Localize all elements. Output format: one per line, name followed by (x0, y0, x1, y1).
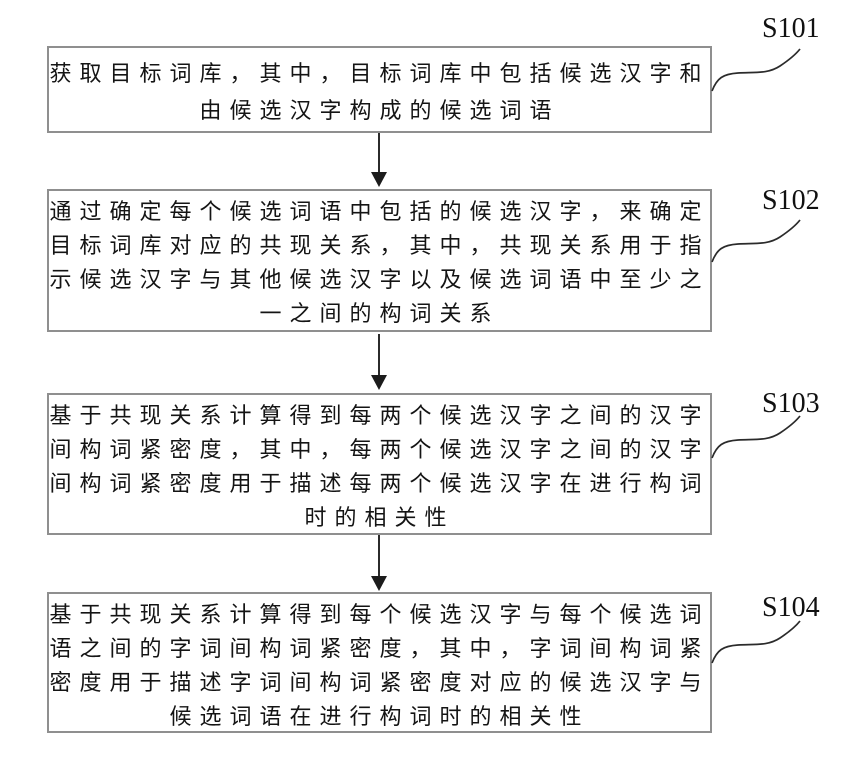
flow-arrow-stem (378, 133, 380, 173)
step-text-line: 候选词语在进行构词时的相关性 (169, 704, 590, 729)
connector-curve-s104 (710, 619, 802, 665)
connector-curve-s102 (710, 218, 802, 264)
step-box-s103: 基于共现关系计算得到每两个候选汉字之间的汉字 间构词紧密度，其中，每两个候选汉字… (47, 393, 712, 535)
step-box-s101: 获取目标词库，其中，目标词库中包括候选汉字和 由候选汉字构成的候选词语 (47, 46, 712, 133)
step-label-s103: S103 (762, 388, 820, 419)
step-text-line: 语之间的字词间构词紧密度，其中，字词间构词紧 (49, 636, 710, 661)
flow-arrow-head (371, 576, 387, 591)
step-text-line: 密度用于描述字词间构词紧密度对应的候选汉字与 (49, 670, 710, 695)
connector-curve-s101 (710, 47, 802, 93)
flow-arrow-stem (378, 535, 380, 577)
step-text-line: 通过确定每个候选词语中包括的候选汉字，来确定 (49, 199, 710, 224)
step-text-line: 基于共现关系计算得到每个候选汉字与每个候选词 (49, 602, 710, 627)
step-text-line: 基于共现关系计算得到每两个候选汉字之间的汉字 (49, 403, 710, 428)
step-text-line: 示候选汉字与其他候选汉字以及候选词语中至少之 (49, 267, 710, 292)
step-label-s102: S102 (762, 185, 820, 216)
step-text-line: 目标词库对应的共现关系，其中，共现关系用于指 (49, 233, 710, 258)
step-label-s104: S104 (762, 592, 820, 623)
step-text-line: 间构词紧密度，其中，每两个候选汉字之间的汉字 (49, 437, 710, 462)
flow-arrow-head (371, 375, 387, 390)
flow-arrow-stem (378, 334, 380, 376)
flow-arrow-head (371, 172, 387, 187)
step-text-line: 间构词紧密度用于描述每两个候选汉字在进行构词 (49, 471, 710, 496)
step-label-s101: S101 (762, 13, 820, 44)
connector-curve-s103 (710, 414, 802, 460)
step-text-line: 一之间的构词关系 (259, 301, 500, 326)
step-text-line: 获取目标词库，其中，目标词库中包括候选汉字和 (49, 61, 710, 86)
step-box-s102: 通过确定每个候选词语中包括的候选汉字，来确定 目标词库对应的共现关系，其中，共现… (47, 189, 712, 332)
step-box-s104: 基于共现关系计算得到每个候选汉字与每个候选词 语之间的字词间构词紧密度，其中，字… (47, 592, 712, 733)
step-text-line: 由候选汉字构成的候选词语 (199, 98, 560, 123)
step-text-line: 时的相关性 (304, 505, 455, 530)
